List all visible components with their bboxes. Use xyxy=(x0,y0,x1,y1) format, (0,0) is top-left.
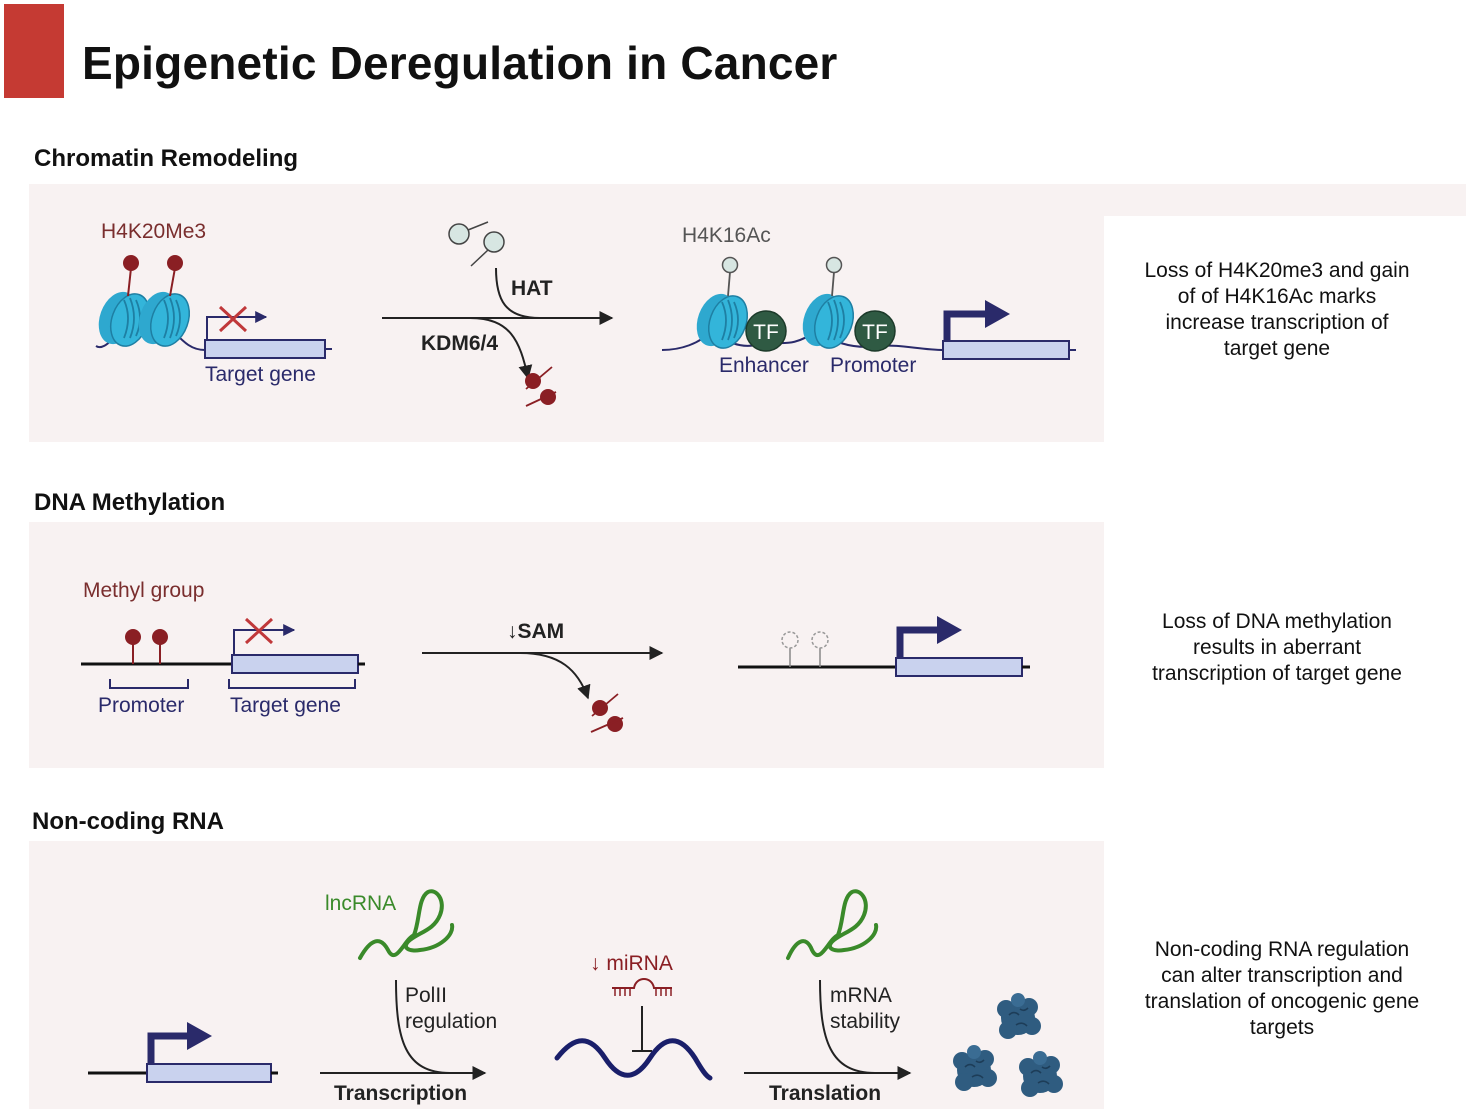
active-transcription-arrow xyxy=(187,1022,212,1050)
section-title-chromatin: Chromatin Remodeling xyxy=(34,145,299,172)
label-promoter: Promoter xyxy=(830,354,916,377)
protein-cluster xyxy=(952,992,1064,1098)
description-ncrna: Non-coding RNA regulation can alter tran… xyxy=(1112,937,1452,1041)
description-line: results in aberrant xyxy=(1192,636,1362,659)
title-accent-bar xyxy=(4,4,64,98)
page-title: Epigenetic Deregulation in Cancer xyxy=(82,37,838,89)
ncrna-translation: mRNA stability Translation xyxy=(744,889,912,1105)
lncrna-strand xyxy=(358,889,455,960)
label-hat: HAT xyxy=(511,277,553,300)
methyl-mark xyxy=(123,255,139,271)
removed-methyl-mark xyxy=(781,631,799,649)
methyl-mark xyxy=(152,629,168,645)
ncrna-mirna: ↓ miRNA xyxy=(554,952,713,1081)
ncrna-transcription: lncRNA PolII regulation Transcription xyxy=(320,889,497,1105)
chromatin-reaction: HAT KDM6/4 xyxy=(382,221,614,407)
description-line: transcription of target gene xyxy=(1152,662,1402,685)
transcription-arrow xyxy=(233,624,296,655)
description-line: Loss of DNA methylation xyxy=(1162,610,1392,633)
label-mrna-stability: stability xyxy=(830,1010,901,1033)
target-gene-box xyxy=(895,657,1023,677)
description-line: can alter transcription and xyxy=(1161,964,1403,987)
section-title-ncrna: Non-coding RNA xyxy=(32,808,224,835)
methylation-reaction: ↓SAM xyxy=(422,620,664,733)
mirna-hairpin xyxy=(612,978,672,989)
lncrna-strand xyxy=(786,889,879,960)
active-transcription-arrow xyxy=(985,300,1010,328)
methylation-after xyxy=(738,616,1030,677)
nucleosome xyxy=(688,287,756,355)
active-transcription-arrow xyxy=(937,616,962,644)
ncrna-gene xyxy=(88,1022,278,1083)
gene-bracket xyxy=(228,679,356,689)
protein-icon xyxy=(1018,1050,1064,1098)
chromatin-before: H4K20Me3 Target gene xyxy=(90,220,332,386)
label-methyl-group: Methyl group xyxy=(83,579,204,602)
description-dna-methylation: Loss of DNA methylation results in aberr… xyxy=(1112,609,1442,687)
label-transcription: Transcription xyxy=(334,1082,467,1105)
description-line: increase transcription of xyxy=(1165,311,1389,334)
methyl-mark xyxy=(125,629,141,645)
promoter-bracket xyxy=(109,679,189,689)
label-polii: PolII xyxy=(405,984,447,1007)
label-target-gene: Target gene xyxy=(205,363,316,386)
tf-promoter xyxy=(854,310,896,352)
description-chromatin: Loss of H4K20me3 and gain of of H4K16Ac … xyxy=(1112,258,1442,362)
protein-icon xyxy=(996,992,1042,1040)
target-gene-box xyxy=(146,1063,272,1083)
description-line: of of H4K16Ac marks xyxy=(1177,285,1377,308)
label-tf: TF xyxy=(862,321,888,344)
description-line: translation of oncogenic gene xyxy=(1144,990,1420,1013)
methyl-mark xyxy=(167,255,183,271)
methylation-before: Methyl group Promoter Target gene xyxy=(81,579,365,717)
label-polii-regulation: regulation xyxy=(405,1010,497,1033)
section-title-dna-methylation: DNA Methylation xyxy=(34,489,226,516)
label-lncrna: lncRNA xyxy=(325,892,396,915)
target-gene-box xyxy=(942,340,1070,360)
panel-chromatin xyxy=(29,184,1104,442)
removed-methyl-mark xyxy=(811,631,829,649)
mrna-strand xyxy=(554,1038,713,1081)
block-x-icon xyxy=(244,617,274,645)
panel-dna-methylation xyxy=(29,522,1104,768)
label-enhancer: Enhancer xyxy=(719,354,809,377)
label-promoter: Promoter xyxy=(98,694,184,717)
description-line: Non-coding RNA regulation xyxy=(1154,938,1410,961)
label-kdm: KDM6/4 xyxy=(421,332,498,355)
target-gene-box xyxy=(231,654,359,674)
label-translation: Translation xyxy=(769,1082,881,1105)
block-x-icon xyxy=(218,305,248,333)
acetyl-mark xyxy=(721,256,739,274)
transcription-arrow xyxy=(206,311,268,340)
nucleosome xyxy=(794,287,862,355)
acetyl-mark xyxy=(825,256,843,274)
label-tf: TF xyxy=(753,321,779,344)
label-mrna: mRNA xyxy=(830,984,892,1007)
protein-icon xyxy=(952,1044,998,1092)
label-target-gene: Target gene xyxy=(230,694,341,717)
description-line: target gene xyxy=(1223,337,1331,360)
description-line: Loss of H4K20me3 and gain xyxy=(1144,259,1410,282)
target-gene-box xyxy=(204,339,326,359)
label-h4k16ac: H4K16Ac xyxy=(682,224,771,247)
panel-chromatin-tab xyxy=(1104,184,1466,216)
chromatin-after: H4K16Ac TF TF Enhancer Promoter xyxy=(661,224,1076,377)
label-mirna: ↓ miRNA xyxy=(590,952,673,975)
tf-enhancer xyxy=(745,310,787,352)
description-line: targets xyxy=(1249,1016,1315,1039)
label-sam: ↓SAM xyxy=(507,620,564,643)
label-h4k20me3: H4K20Me3 xyxy=(101,220,206,243)
